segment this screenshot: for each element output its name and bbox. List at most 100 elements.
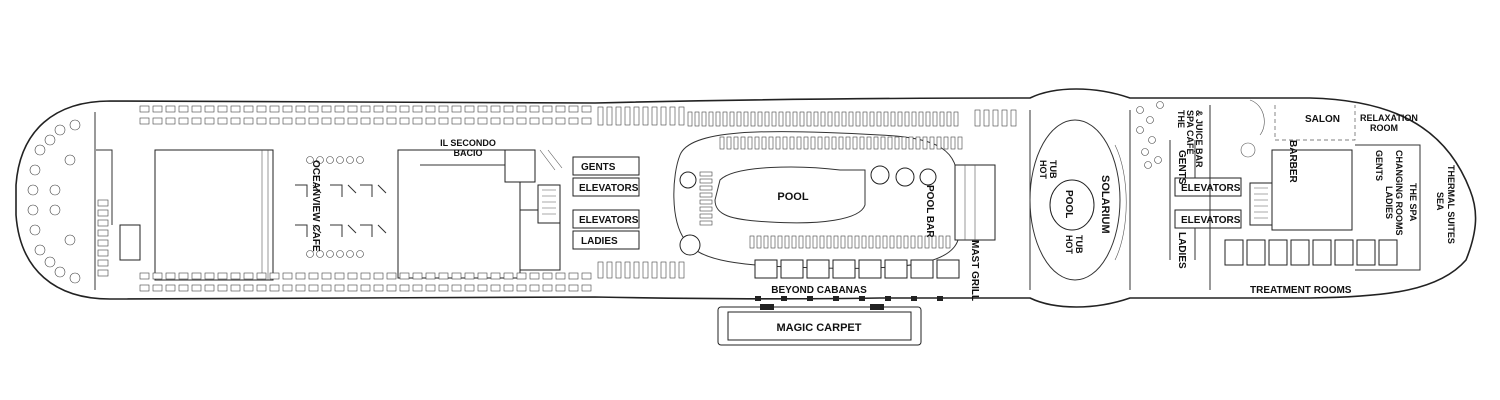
pool-lounger: [880, 136, 886, 150]
pool-lounger: [894, 136, 900, 150]
hot-tub-1-label-1: HOT: [1038, 160, 1048, 180]
solarium: POOL HOT TUB HOT TUB SOLARIUM: [1029, 110, 1131, 290]
lounger: [503, 284, 514, 292]
oceanview-cafe: OCEANVIEW CAFE: [295, 156, 387, 258]
lounger: [633, 106, 640, 126]
pool-lounger: [740, 136, 746, 150]
spa-cafe: THE SPA CAFÉ & JUICE BAR: [1136, 101, 1204, 169]
pool-lounger: [931, 235, 937, 249]
lounger: [373, 117, 384, 125]
cabana-post: [755, 296, 761, 301]
magic-carpet-label: MAGIC CARPET: [777, 322, 862, 334]
stool: [306, 156, 314, 164]
lounger: [678, 106, 685, 126]
barber-label: BARBER: [1287, 140, 1298, 184]
ladies-aft-label: LADIES: [1176, 232, 1187, 269]
lounger: [347, 117, 358, 125]
treatment-room: [1224, 239, 1244, 266]
pool-lounger: [782, 136, 788, 150]
relaxation-label-2: ROOM: [1370, 123, 1398, 133]
lounger: [308, 272, 319, 280]
pool-lounger: [699, 192, 713, 198]
pool-bar-label: POOL BAR: [924, 185, 935, 238]
lounger: [490, 117, 501, 125]
ship-hull: [15, 88, 1477, 308]
dining-table: [44, 134, 56, 146]
lounger: [178, 284, 189, 292]
lounger: [165, 284, 176, 292]
changing-label-2: LADIES: [1384, 186, 1394, 219]
buffet-station: [330, 224, 357, 237]
lounger: [412, 117, 423, 125]
lounger: [243, 284, 254, 292]
lounger: [516, 105, 527, 113]
lounger: [516, 117, 527, 125]
pool-lounger: [861, 235, 867, 249]
lounger: [230, 284, 241, 292]
lounger: [243, 117, 254, 125]
lounger: [282, 284, 293, 292]
pool-lounger: [866, 136, 872, 150]
lounger: [806, 111, 812, 127]
lounger: [555, 105, 566, 113]
dining-chair: [97, 199, 109, 207]
hot-tub-2-label-2: TUB: [1074, 235, 1084, 254]
lounger: [651, 261, 658, 279]
lounger: [503, 105, 514, 113]
dining-table: [54, 266, 66, 278]
lounger: [178, 272, 189, 280]
lounger: [204, 284, 215, 292]
solarium-label: SOLARIUM: [1099, 175, 1111, 234]
lounger: [308, 284, 319, 292]
lounger: [736, 111, 742, 127]
lounger: [191, 105, 202, 113]
lounger: [230, 272, 241, 280]
lounger: [438, 284, 449, 292]
lounger: [694, 111, 700, 127]
dining-table: [27, 184, 39, 196]
dining-table: [69, 119, 81, 131]
gents-aft-label: GENTS: [1176, 150, 1187, 185]
lounger: [615, 106, 622, 126]
elevators-forward-2: [572, 209, 640, 229]
pool-lounger: [854, 235, 860, 249]
pool-lounger: [831, 136, 837, 150]
dining-table: [64, 234, 76, 246]
dining-chair: [97, 259, 109, 267]
lounger: [757, 111, 763, 127]
beyond-cabanas: BEYOND CABANAS: [754, 259, 960, 301]
cabana-post: [859, 296, 865, 301]
lounger: [438, 117, 449, 125]
pool-lounger: [699, 199, 713, 205]
lounger: [529, 105, 540, 113]
gents-forward: [572, 156, 640, 176]
lounger: [581, 105, 592, 113]
treatment-room: [1268, 239, 1288, 266]
pool-lounger: [957, 136, 963, 150]
lounger: [438, 105, 449, 113]
lounger: [477, 284, 488, 292]
lounger: [373, 284, 384, 292]
lounger: [451, 284, 462, 292]
lounger: [399, 105, 410, 113]
pool-lounger: [761, 136, 767, 150]
lounger: [334, 284, 345, 292]
stool: [346, 156, 354, 164]
pool-lounger: [915, 136, 921, 150]
mast-grill-label: MAST GRILL: [969, 240, 980, 301]
lounger: [243, 272, 254, 280]
lounger: [624, 261, 631, 279]
lounger: [139, 272, 150, 280]
sea-label-2: THERMAL SUITES: [1446, 165, 1456, 244]
cabana-post: [833, 296, 839, 301]
hot-tub-2-label-1: HOT: [1064, 235, 1074, 255]
pool-lounger: [768, 136, 774, 150]
lounger: [464, 117, 475, 125]
cabana: [832, 259, 856, 279]
pool-lounger: [922, 136, 928, 150]
pool-lounger: [838, 136, 844, 150]
stool: [326, 156, 334, 164]
buffet-station: [360, 184, 387, 197]
lounger: [477, 105, 488, 113]
